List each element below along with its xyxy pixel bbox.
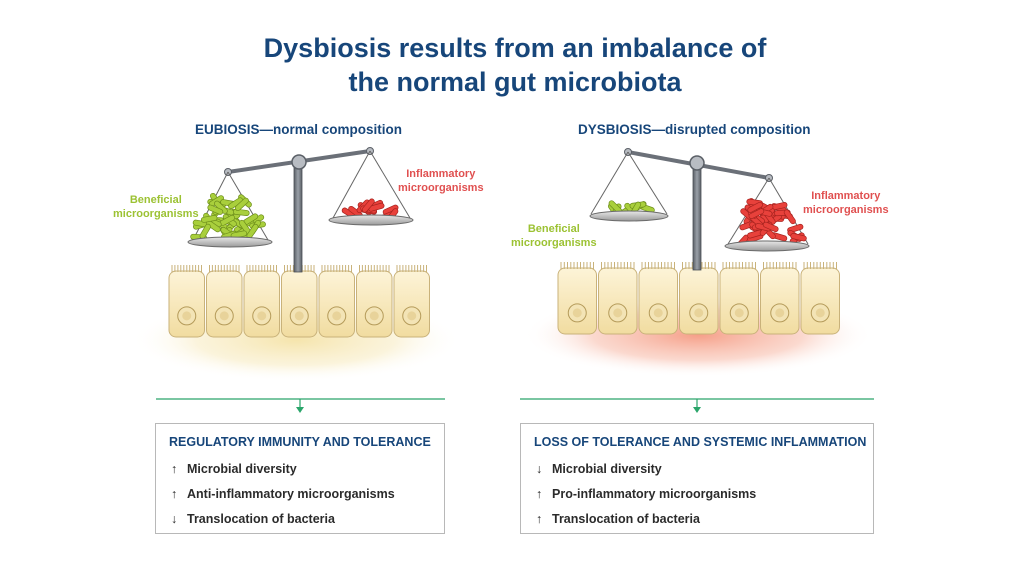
epithelial-cell (168, 265, 205, 338)
epithelial-cell (598, 262, 638, 335)
eubiosis-outcome-list: ↑Microbial diversity ↑Anti-inflammatory … (171, 462, 395, 537)
eubiosis-heading: EUBIOSIS—normal composition (195, 122, 403, 137)
dysbiosis-outcome-list: ↓Microbial diversity ↑Pro-inflammatory m… (536, 462, 756, 537)
dysbiosis-scale (589, 148, 810, 271)
eubiosis-connector (156, 398, 445, 413)
epithelial-cell (318, 265, 355, 338)
bacterium (790, 233, 807, 242)
epithelial-cell (243, 265, 280, 338)
epithelial-cell (760, 262, 800, 335)
dysbiosis-outcome-box: LOSS OF TOLERANCE AND SYSTEMIC INFLAMMAT… (520, 423, 874, 534)
title-line-1: Dysbiosis results from an imbalance of (263, 33, 767, 63)
epithelial-cell (638, 262, 678, 335)
bacterium (200, 214, 218, 223)
dysbiosis-inflammatory-label: Inflammatory microorganisms (803, 190, 889, 216)
arrow-up-icon: ↑ (536, 512, 543, 526)
epithelial-cell (719, 262, 759, 335)
bacterium (207, 204, 224, 215)
down-arrow-icon (693, 407, 701, 413)
bacterium (361, 198, 375, 213)
list-item: ↑Pro-inflammatory microorganisms (536, 487, 757, 501)
list-item: ↓Microbial diversity (536, 462, 662, 476)
arrow-down-icon: ↓ (536, 462, 543, 476)
dysbiosis-heading: DYSBIOSIS—disrupted composition (578, 122, 811, 137)
arrow-up-icon: ↑ (171, 462, 178, 476)
arrow-up-icon: ↑ (536, 487, 543, 501)
title-line-2: the normal gut microbiota (348, 67, 682, 97)
page-title: Dysbiosis results from an imbalance of t… (0, 31, 1030, 99)
eubiosis-scale (187, 147, 414, 273)
eubiosis-outcome-box: REGULATORY IMMUNITY AND TOLERANCE ↑Micro… (155, 423, 445, 534)
epithelial-cell (281, 265, 318, 338)
dysbiosis-connector (520, 398, 874, 413)
dysbiosis-beneficial-label: Beneficial microorganisms (511, 223, 597, 249)
bacterium (783, 209, 796, 225)
epithelial-cell (393, 265, 430, 338)
bacterium (747, 201, 763, 213)
eubiosis-epithelium (168, 265, 430, 338)
dysbiosis-epithelium (557, 262, 840, 335)
bacterium (762, 221, 779, 233)
down-arrow-icon (296, 407, 304, 413)
beneficial-bacteria-cluster (190, 192, 266, 242)
eubiosis-inflammatory-label: Inflammatory microorganisms (398, 168, 484, 194)
eubiosis-beneficial-label: Beneficial microorganisms (113, 194, 199, 220)
bacterium (234, 197, 249, 211)
epithelial-cell (206, 265, 243, 338)
epithelial-cell (800, 262, 840, 335)
list-item: ↓Translocation of bacteria (171, 512, 335, 526)
arrow-up-icon: ↑ (171, 487, 178, 501)
eubiosis-outcome-title: REGULATORY IMMUNITY AND TOLERANCE (169, 435, 431, 449)
epithelial-cell (356, 265, 393, 338)
bacterium (748, 208, 765, 219)
arrow-down-icon: ↓ (171, 512, 178, 526)
dysbiosis-outcome-title: LOSS OF TOLERANCE AND SYSTEMIC INFLAMMAT… (534, 435, 867, 449)
list-item: ↑Translocation of bacteria (536, 512, 700, 526)
list-item: ↑Microbial diversity (171, 462, 297, 476)
list-item: ↑Anti-inflammatory microorganisms (171, 487, 395, 501)
inflammatory-bacteria-cluster (735, 198, 807, 249)
epithelial-cell (557, 262, 597, 335)
epithelial-cell (679, 262, 719, 335)
